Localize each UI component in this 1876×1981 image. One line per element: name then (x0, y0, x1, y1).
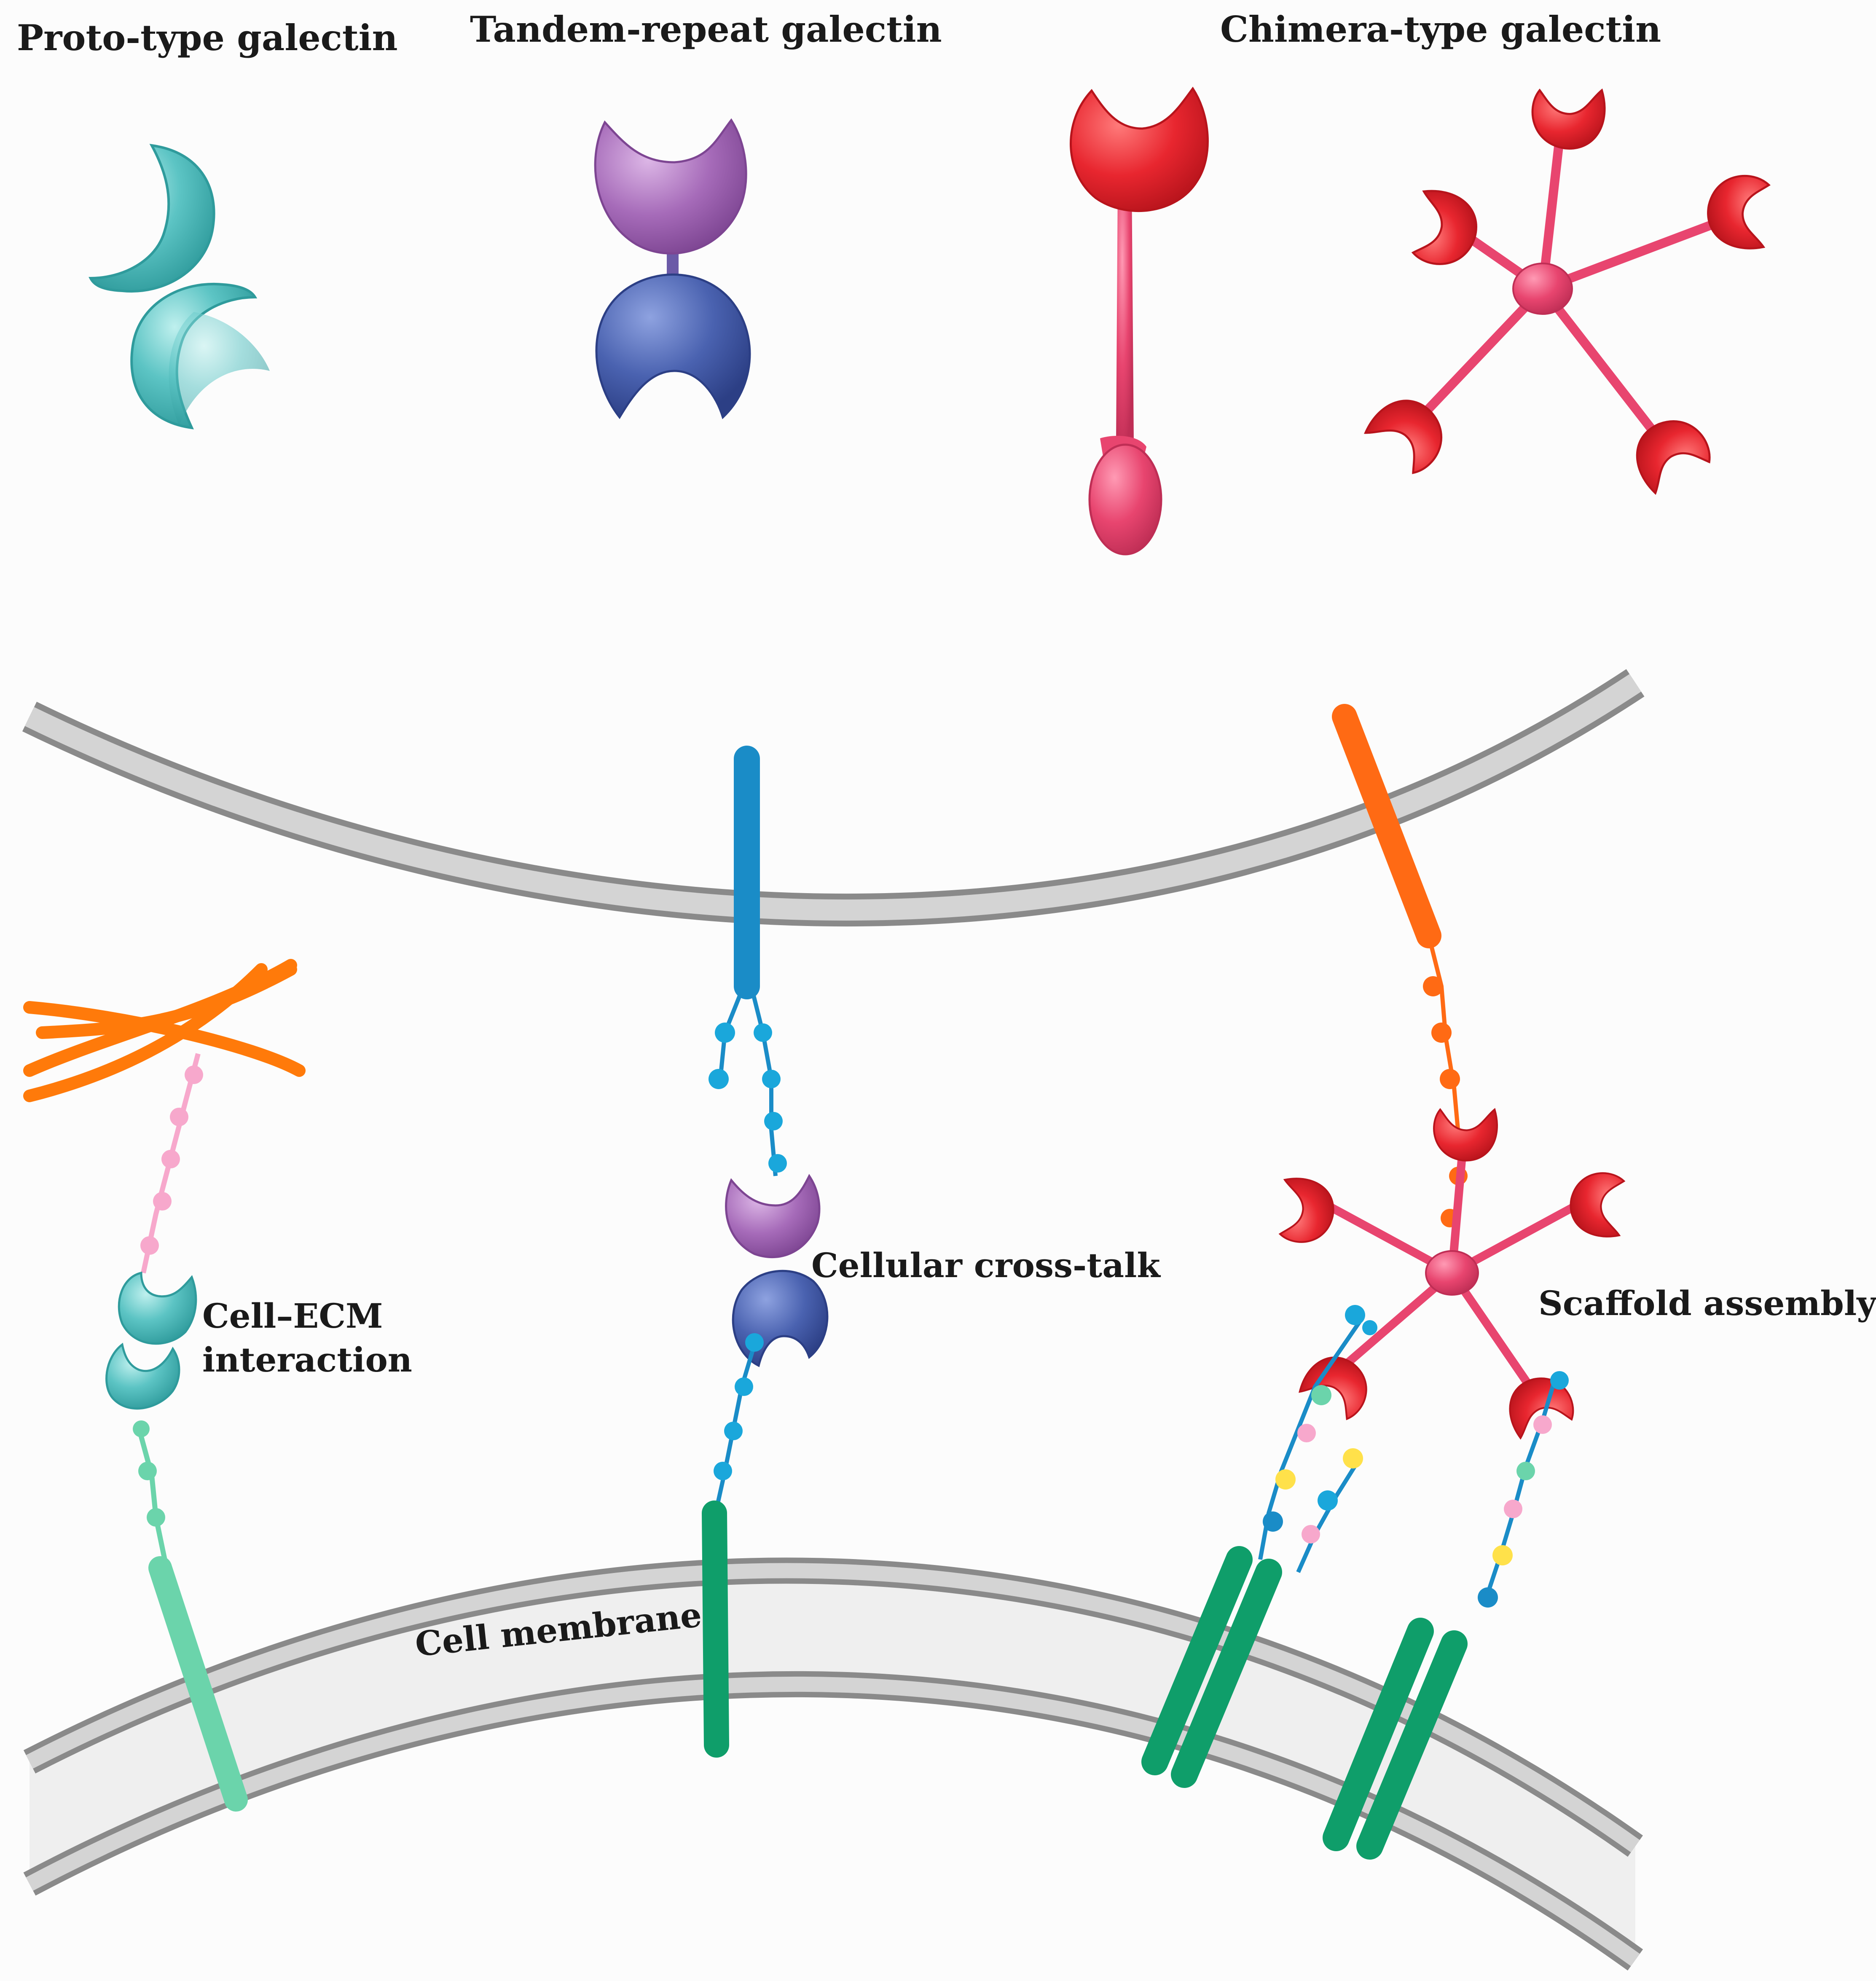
tandem-repeat-title: Tandem-repeat galectin (470, 8, 942, 50)
ecm-collagen-fibers (23, 959, 306, 1102)
scaffold-assembly-label: Scaffold assembly (1538, 1283, 1876, 1323)
cell-ecm-label-line2: interaction (202, 1340, 412, 1380)
cellular-crosstalk-icon (702, 746, 829, 1758)
chimera-pentamer-crds (1363, 90, 1770, 494)
chimera-type-monomer-icon (1070, 86, 1209, 556)
cell-ecm-interaction-icon (105, 1053, 248, 1812)
cell-ecm-label-line1: Cell–ECM (202, 1296, 383, 1336)
cellular-crosstalk-label: Cellular cross-talk (811, 1246, 1160, 1285)
proto-type-title: Proto-type galectin (17, 17, 398, 59)
cell-ecm-label: Cell–ECM interaction (202, 1294, 412, 1382)
chimera-type-title: Chimera-type galectin (1220, 8, 1661, 50)
tandem-repeat-galectin-icon (594, 118, 751, 419)
scaffold-assembly-icon (1141, 704, 1624, 1860)
proto-type-galectin-icon (89, 144, 270, 429)
